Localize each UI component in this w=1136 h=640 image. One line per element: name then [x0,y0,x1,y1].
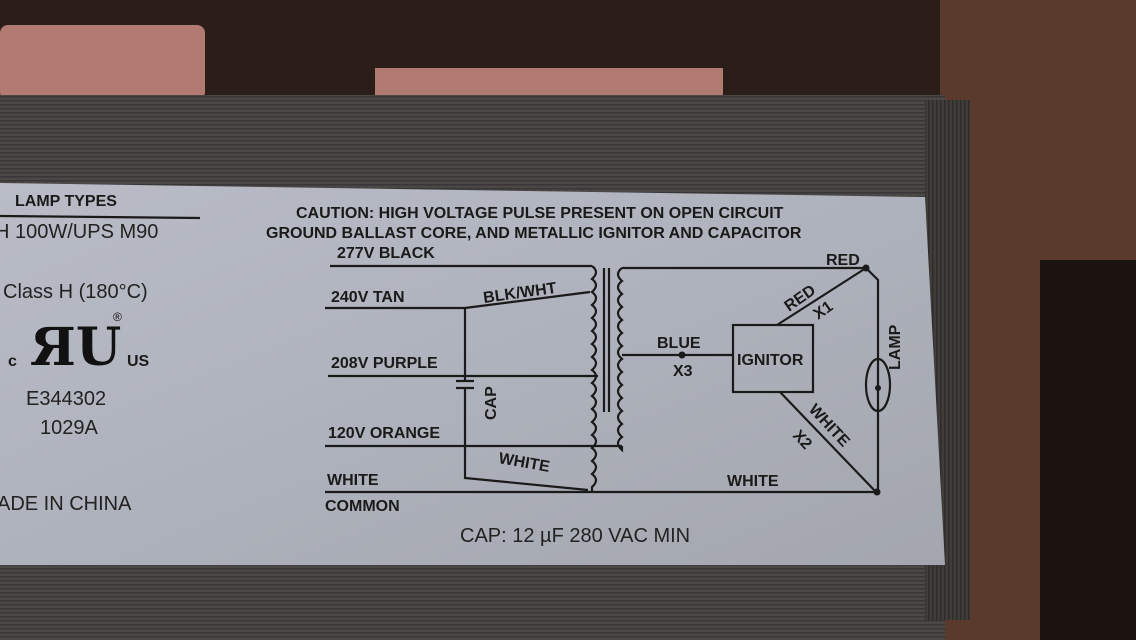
file-number: E344302 [26,388,106,410]
wire-red-x1 [776,267,867,326]
label-blue: BLUE [657,335,701,352]
common-junction [873,488,881,496]
cert-c: c [8,353,17,370]
label-lamp: LAMP [887,324,904,370]
label-cap: CAP [483,386,500,420]
lamp-dot [875,385,881,391]
label-red-top: RED [826,252,860,269]
registered-mark: ® [113,310,122,324]
pink-block-right [375,68,723,100]
wire-lamp [865,267,880,492]
ul-logo: ЯU [30,317,121,378]
common-white: WHITE [327,472,379,489]
lamp-symbol [864,357,892,413]
tap-240v: 240V TAN [331,289,405,306]
origin: ADE IN CHINA [0,493,132,515]
ignitor-box [731,323,815,394]
capacitor [456,308,589,492]
wire-white-x2 [779,391,877,493]
tap-120v: 120V ORANGE [328,425,440,442]
red-junction [862,264,870,272]
secondary-winding [616,267,624,453]
label-x3: X3 [673,363,693,380]
left-panel: LAMP TYPES H 100W/UPS M90 Class H (180°C… [0,193,201,515]
caution-line-1: CAUTION: HIGH VOLTAGE PULSE PRESENT ON O… [296,205,784,222]
cap-spec: CAP: 12 µF 280 VAC MIN [460,525,690,547]
lamp-type: H 100W/UPS M90 [0,221,158,243]
lamp-types-heading: LAMP TYPES [15,193,117,210]
x3-junction [678,351,686,359]
insulation-class: Class H (180°C) [3,281,148,303]
common-label: COMMON [325,498,400,515]
label-white-bottom: WHITE [727,473,779,490]
date-code: 1029A [40,417,98,439]
ul-recognized-logo: c ЯU ® US [8,310,150,378]
divider [0,214,201,220]
primary-winding [590,265,598,492]
caution-line-2: GROUND BALLAST CORE, AND METALLIC IGNITO… [266,225,802,242]
transformer-core [602,268,611,412]
label-ignitor: IGNITOR [737,352,804,369]
shadow [1040,260,1136,640]
tap-208v: 208V PURPLE [331,355,438,372]
tap-277v: 277V BLACK [337,245,435,262]
label-plate [0,183,945,565]
cert-us: US [127,353,150,370]
pink-block-left [0,25,205,100]
